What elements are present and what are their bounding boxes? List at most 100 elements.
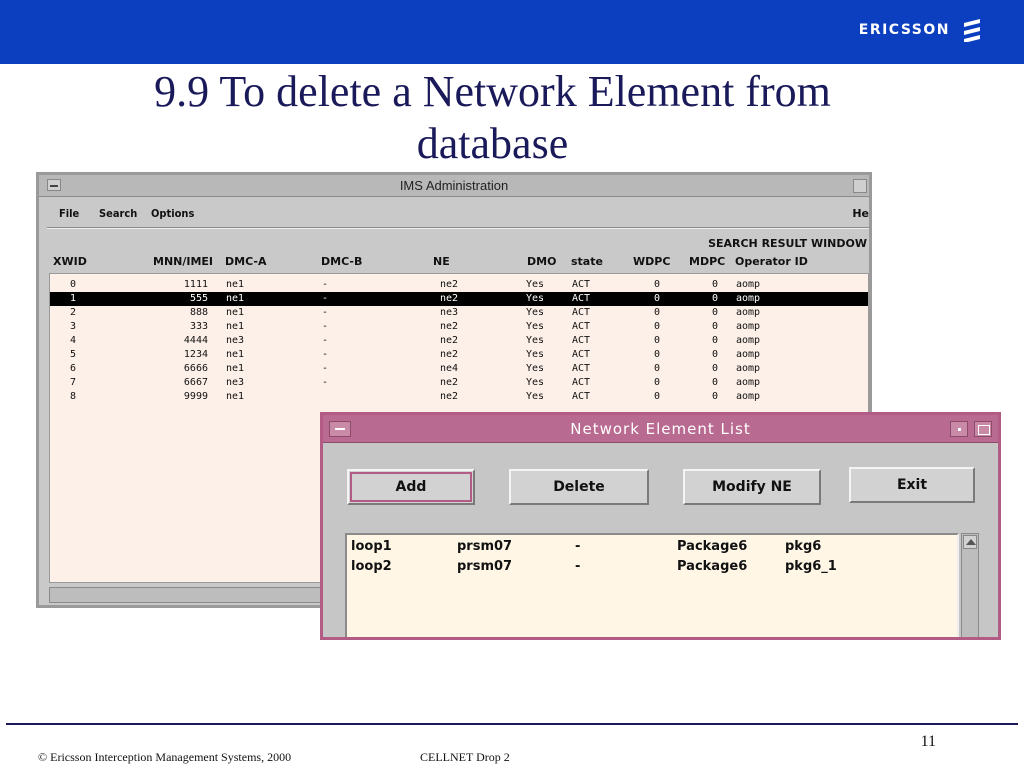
cell-ne: ne2 [439,335,458,346]
cell-host: prsm07 [457,539,513,554]
ne-titlebar[interactable]: Network Element List [323,415,998,443]
menu-file[interactable]: File [59,207,80,220]
cell-mnn-imei: 333 [189,321,208,332]
search-result-window-label: SEARCH RESULT WINDOW [708,237,867,250]
cell-dmo: Yes [526,321,545,332]
minimize-button[interactable] [950,421,968,437]
cell-operator-id: aomp [736,335,761,346]
cell-operator-id: aomp [736,307,761,318]
cell-dmc-b: - [322,307,329,318]
cell-wdpc: 0 [653,377,660,388]
cell-ne: ne3 [439,307,458,318]
cell-operator-id: aomp [736,279,761,290]
maximize-button[interactable] [974,421,992,437]
window-control-button[interactable] [853,179,867,193]
cell-xwid: 5 [70,349,77,360]
page-number: 11 [920,733,936,750]
cell-dmc-b: - [322,279,329,290]
cell-xwid: 3 [70,321,77,332]
header-band: ERICSSON [0,0,1024,64]
cell-wdpc: 0 [653,363,660,374]
menu-help[interactable]: He [852,207,869,220]
col-state: state [571,255,603,268]
cell-ne: ne2 [439,391,458,402]
window-menu-button[interactable] [47,179,61,191]
ericsson-stripes-icon [964,19,980,42]
footer-divider [6,723,1018,725]
add-button[interactable]: Add [347,469,475,505]
slide-title-line1: 9.9 To delete a Network Element from [154,67,831,116]
cell-state: ACT [572,349,591,360]
cell-wdpc: 0 [653,307,660,318]
cell-dmo: Yes [526,391,545,402]
cell-state: ACT [572,377,591,388]
cell-operator-id: aomp [736,293,761,304]
ims-menubar: File Search Options He [39,201,869,225]
cell-state: ACT [572,363,591,374]
ims-titlebar[interactable]: IMS Administration [39,175,869,197]
menu-search[interactable]: Search [99,207,138,220]
cell-wdpc: 0 [653,349,660,360]
footer-release: CELLNET Drop 2 [420,750,510,764]
cell-ne: ne2 [439,349,458,360]
cell-ne: ne2 [439,377,458,388]
cell-dmo: Yes [526,349,545,360]
cell-mnn-imei: 6666 [183,363,208,374]
cell-dmc-a: ne3 [226,335,245,346]
scroll-up-arrow-icon[interactable] [963,535,977,549]
modify-ne-button[interactable]: Modify NE [683,469,821,505]
cell-dmc-b: - [322,321,329,332]
cell-xwid: 2 [70,307,77,318]
cell-xwid: 1 [70,293,77,304]
menu-options[interactable]: Options [151,207,195,220]
cell-state: ACT [572,321,591,332]
cell-operator-id: aomp [736,391,761,402]
col-dmc-a: DMC-A [225,255,267,268]
col-operator-id: Operator ID [735,255,808,268]
cell-xwid: 6 [70,363,77,374]
cell-wdpc: 0 [653,335,660,346]
cell-mnn-imei: 1234 [183,349,208,360]
cell-mnn-imei: 888 [189,307,208,318]
cell-xwid: 4 [70,335,77,346]
ims-administration-window: IMS Administration File Search Options H… [36,172,872,608]
cell-mdpc: 0 [711,307,718,318]
cell-operator-id: aomp [736,377,761,388]
exit-button[interactable]: Exit [849,467,975,503]
network-element-list-window: Network Element List Add Delete Modify N… [320,412,1001,640]
cell-dmc-a: ne3 [226,377,245,388]
slide-title-line2: database [416,119,569,168]
delete-button[interactable]: Delete [509,469,649,505]
cell-xwid: 0 [70,279,77,290]
col-dmo: DMO [527,255,557,268]
cell-dmc-a: ne1 [226,349,245,360]
cell-mdpc: 0 [711,321,718,332]
vertical-scrollbar[interactable] [961,533,979,637]
cell-xwid: 8 [70,391,77,402]
cell-package: Package6 [677,539,748,554]
cell-mnn-imei: 4444 [183,335,208,346]
cell-dmc-a: ne1 [226,391,245,402]
cell-dmc-b: - [322,363,329,374]
col-dmc-b: DMC-B [321,255,363,268]
cell-wdpc: 0 [653,293,660,304]
cell-dmc: - [575,559,581,574]
cell-xwid: 7 [70,377,77,388]
cell-ne-name: loop1 [351,539,392,554]
cell-dmc-a: ne1 [226,293,245,304]
ims-table-header: XWID MNN/IMEI DMC-A DMC-B NE DMO state W… [49,255,869,271]
cell-dmo: Yes [526,279,545,290]
window-menu-button[interactable] [329,421,351,437]
